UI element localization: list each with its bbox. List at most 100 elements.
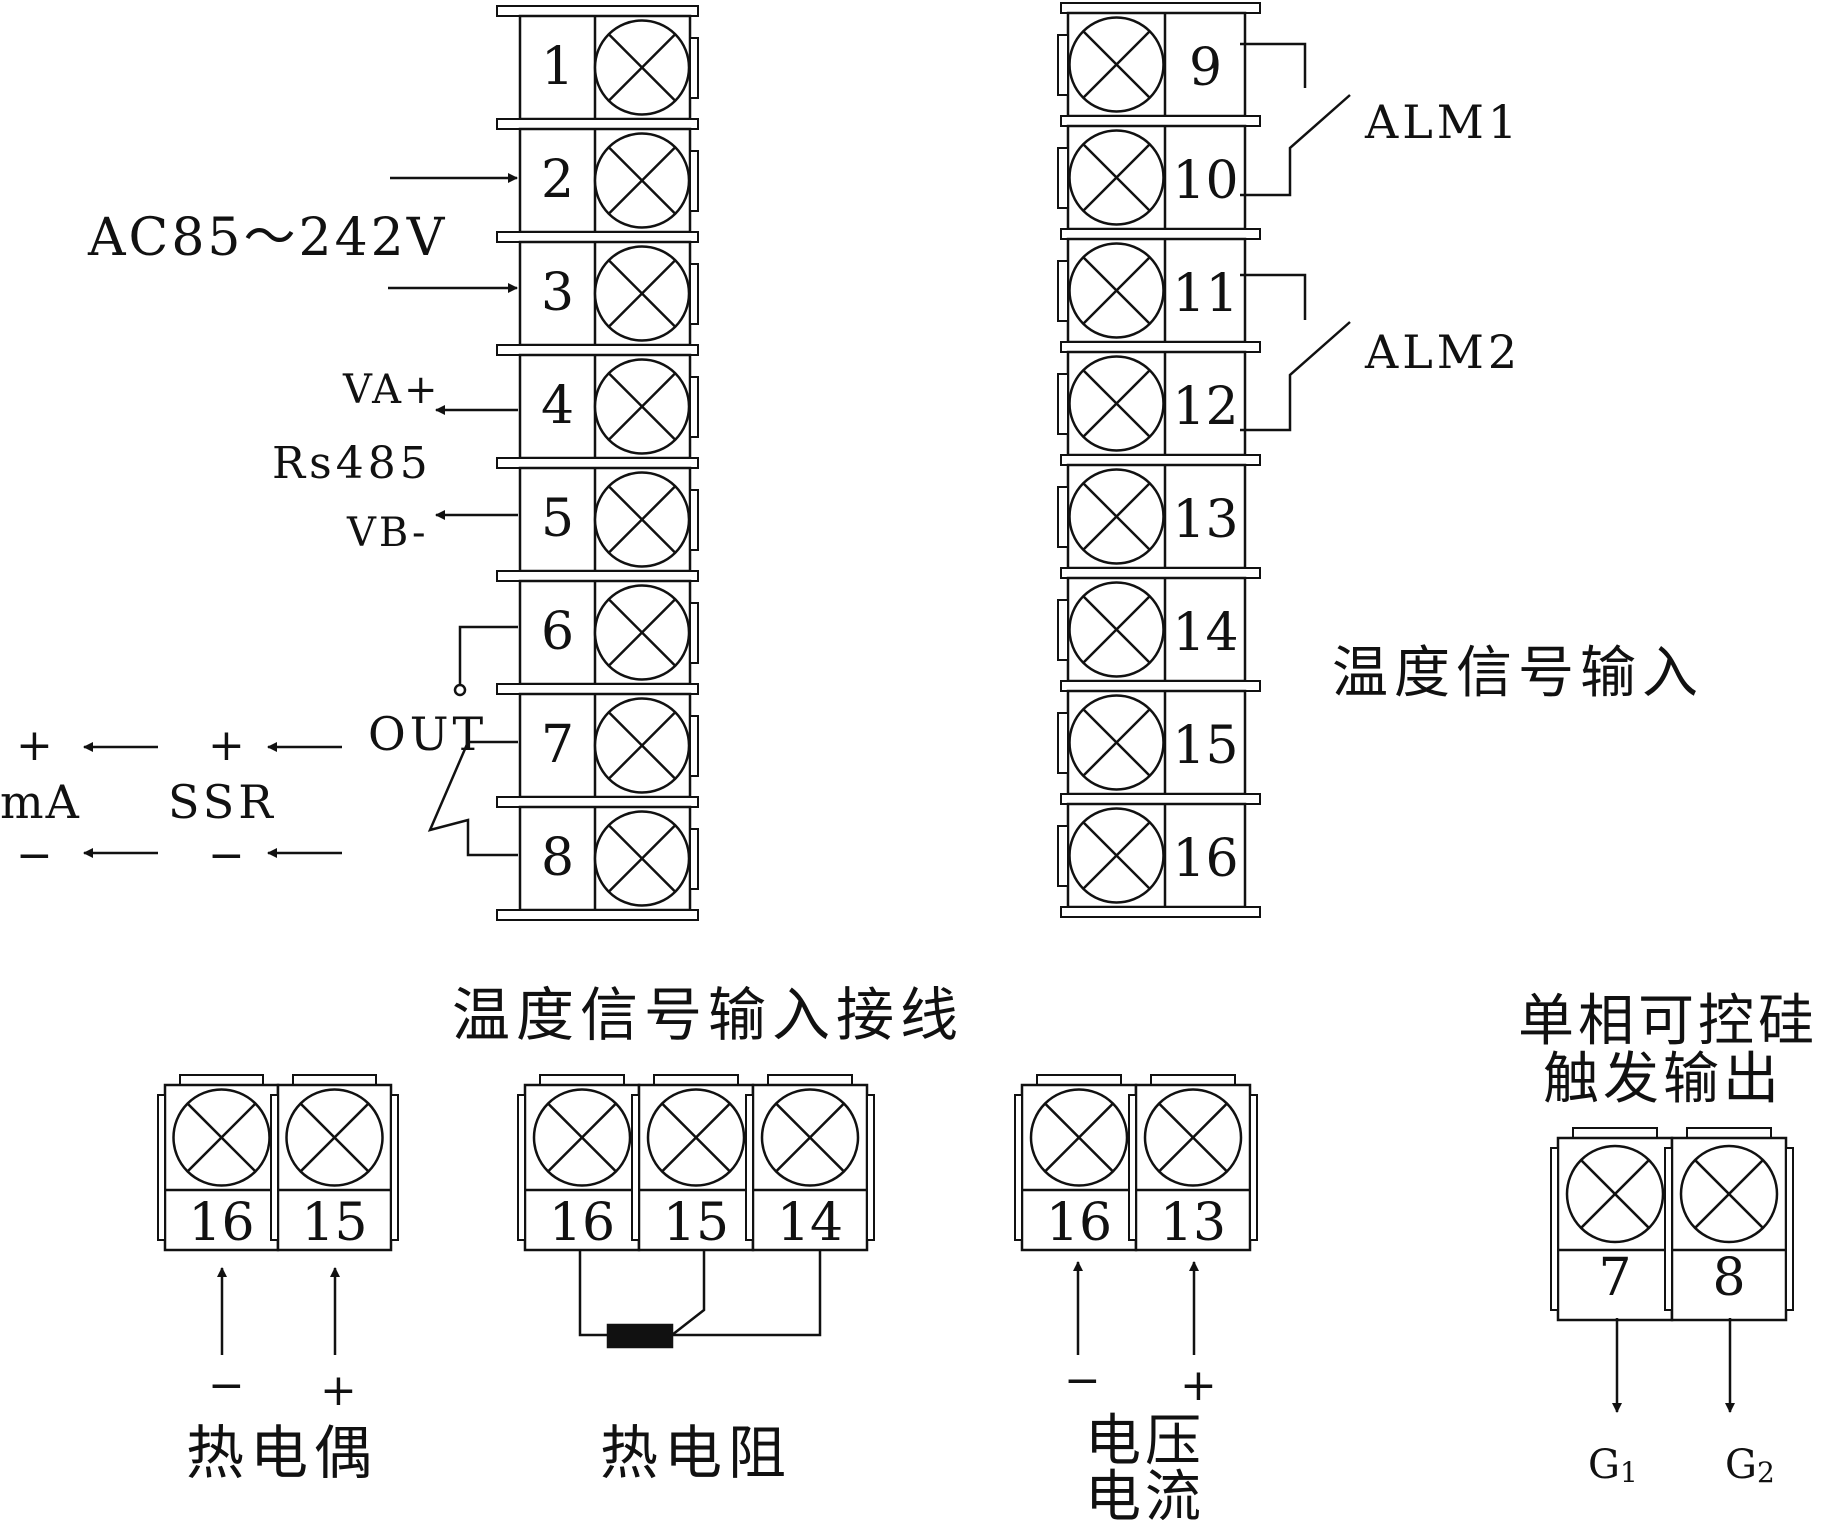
va-plus-label: VA+ [342, 367, 441, 413]
terminal-number: 16 [188, 1193, 254, 1253]
rtd-block: 16 15 14 [517, 1074, 875, 1253]
screw-icon [593, 697, 691, 794]
scr-title-line1: 单相可控硅 [1518, 989, 1818, 1054]
terminal-cell: 8 [496, 796, 699, 912]
terminal-number: 11 [1172, 264, 1238, 324]
terminal-number: 7 [541, 715, 574, 775]
terminal-number: 3 [541, 263, 574, 323]
terminal-number: 15 [1172, 716, 1238, 776]
terminal-number: 10 [1172, 151, 1238, 211]
terminal-cell: 13 [1057, 454, 1261, 570]
terminal-number: 13 [1160, 1193, 1226, 1253]
ssr-minus-sign: − [208, 830, 245, 881]
out-terminal-dot [453, 683, 467, 697]
terminal-number: 12 [1172, 377, 1238, 437]
screw-icon [760, 1088, 860, 1187]
screw-icon [1029, 1088, 1129, 1187]
screw-icon [593, 132, 691, 229]
terminal-number: 16 [549, 1193, 615, 1253]
vc-plus-sign: + [1180, 1360, 1217, 1411]
ma-label: mA [0, 775, 81, 829]
screw-icon [593, 358, 691, 455]
terminal-number: 8 [541, 828, 574, 888]
terminal-number: 16 [1046, 1193, 1112, 1253]
screw-icon [593, 810, 691, 907]
terminal-cell: 11 [1057, 228, 1261, 344]
screw-icon [593, 471, 691, 568]
screw-icon [532, 1088, 632, 1187]
terminal-cell: 9 [1057, 2, 1261, 118]
terminal-cell: 2 [496, 118, 699, 234]
screw-icon [1143, 1088, 1243, 1187]
screw-icon [1068, 16, 1165, 113]
screw-icon [1679, 1144, 1779, 1244]
tc-plus-sign: + [320, 1365, 357, 1416]
vc-minus-sign: − [1064, 1355, 1101, 1406]
alm2-wire-top [1240, 273, 1307, 320]
rtd-wire-15 [671, 1250, 706, 1336]
wiring-title: 温度信号输入接线 [452, 981, 964, 1049]
screw-icon [593, 584, 691, 681]
terminal-cell: 6 [496, 570, 699, 686]
screw-icon [172, 1088, 271, 1187]
screw-icon [1068, 468, 1165, 565]
ssr-plus-sign: + [208, 720, 245, 771]
ma-plus-sign: + [16, 720, 53, 771]
rtd-caption: 热电阻 [600, 1419, 792, 1487]
alm1-switch [1240, 94, 1351, 197]
terminal-number: 15 [301, 1193, 367, 1253]
vb-minus-label: VB- [346, 510, 429, 556]
terminal-number: 8 [1712, 1248, 1745, 1308]
alm2-label: ALM2 [1364, 325, 1521, 379]
terminal-number: 4 [541, 376, 574, 436]
rtd-wiring [578, 1250, 822, 1349]
ma-minus-sign: − [16, 830, 53, 881]
alm1-label: ALM1 [1364, 95, 1521, 149]
rs485-label: Rs485 [272, 438, 432, 489]
terminal-cell: 14 [1057, 567, 1261, 683]
terminal-cell: 1 [496, 5, 699, 121]
g2-subscript: 2 [1757, 1456, 1775, 1489]
terminal-number: 7 [1598, 1248, 1631, 1308]
left-wiring [83, 173, 518, 858]
current-caption: 电流 [1085, 1465, 1205, 1520]
terminal-number: 1 [541, 37, 574, 97]
screw-icon [1565, 1144, 1665, 1244]
screw-icon [1068, 242, 1165, 339]
terminal-cell: 5 [496, 457, 699, 573]
terminal-cell: 7 [496, 683, 699, 799]
alm1-wire-top [1240, 42, 1307, 88]
terminal-number: 14 [1172, 603, 1238, 663]
g2-label: G2 [1725, 1442, 1775, 1489]
terminal-number: 15 [663, 1193, 729, 1253]
terminal-number: 13 [1172, 490, 1238, 550]
screw-icon [1068, 694, 1165, 791]
screw-icon [1068, 581, 1165, 678]
out-label: OUT [368, 707, 487, 761]
ssr-label: SSR [168, 775, 277, 829]
voltage-current-wiring [1073, 1261, 1199, 1355]
terminal-number: 14 [777, 1193, 843, 1253]
right-terminal-strip: 9 10 11 12 13 14 15 16 [1057, 2, 1261, 918]
temperature-input-label: 温度信号输入 [1332, 641, 1704, 706]
terminal-cell: 4 [496, 344, 699, 460]
scr-title-line2: 触发输出 [1543, 1047, 1783, 1112]
rtd-wire-14 [672, 1250, 822, 1337]
out-wire [458, 625, 518, 685]
thermocouple-wiring [217, 1267, 340, 1355]
rtd-resistor [606, 1323, 674, 1349]
g1-label: G1 [1588, 1442, 1638, 1489]
screw-icon [1068, 129, 1165, 226]
screw-icon [1068, 355, 1165, 452]
alm2-switch [1240, 321, 1351, 432]
scr-wiring [1612, 1318, 1735, 1413]
terminal-cell: 3 [496, 231, 699, 347]
terminal-cell: 16 [1057, 793, 1261, 909]
terminal-number: 2 [541, 150, 574, 210]
terminal-cell: 15 [1057, 680, 1261, 796]
